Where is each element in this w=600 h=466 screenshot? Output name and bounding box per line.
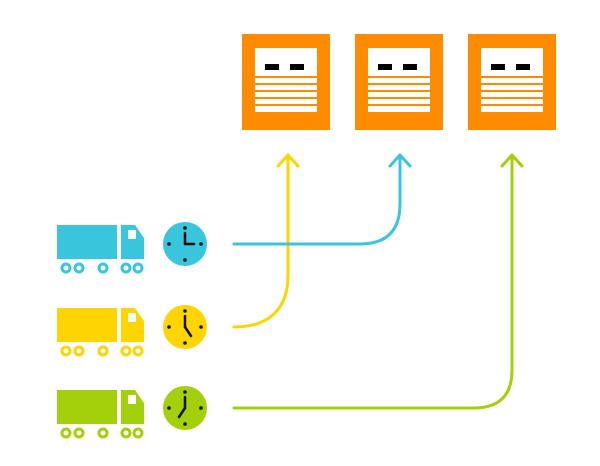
loading-dock-icon [355, 34, 443, 130]
loading-docks [242, 34, 556, 130]
loading-dock-icon [468, 34, 556, 130]
arrow-up-icon [388, 153, 412, 168]
arrowheads [276, 153, 524, 168]
trucks [57, 225, 144, 439]
truck-icon [57, 390, 144, 439]
route-green [232, 154, 514, 410]
arrow-up-icon [276, 153, 300, 168]
truck-icon [57, 225, 144, 274]
route-yellow [232, 154, 290, 329]
clock-icon [163, 386, 207, 430]
clock-icon [163, 222, 207, 266]
route-blue [232, 154, 402, 246]
truck-icon [57, 308, 144, 357]
clocks [163, 222, 207, 430]
clock-icon [163, 305, 207, 349]
arrow-up-icon [500, 153, 524, 168]
routes [232, 154, 514, 410]
loading-dock-icon [242, 34, 330, 130]
